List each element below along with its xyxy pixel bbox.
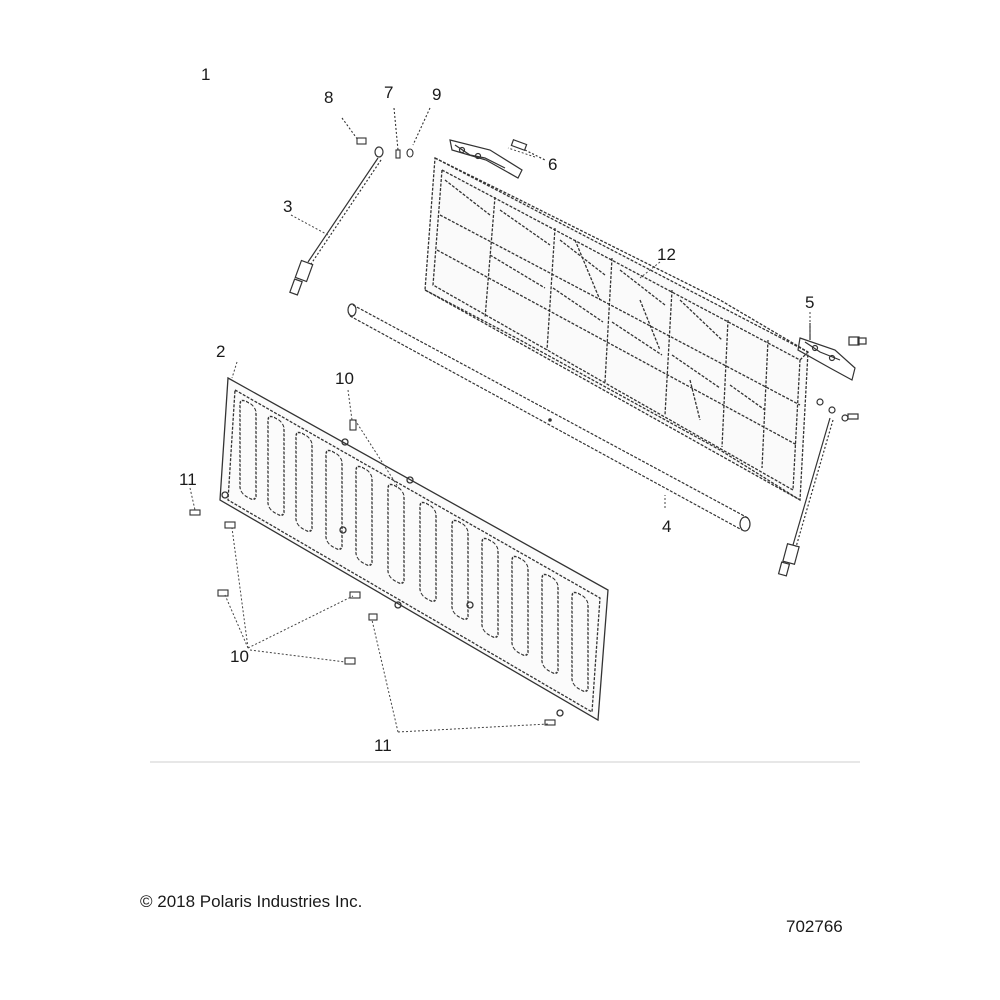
callout-10-top: 10 — [335, 369, 354, 388]
copyright-text: © 2018 Polaris Industries Inc. — [140, 892, 363, 911]
latch-part-6 — [449, 139, 546, 179]
cable-part-3 — [289, 146, 384, 296]
callout-4: 4 — [662, 517, 672, 536]
callout-1: 1 — [201, 65, 211, 84]
latch-part-5 — [797, 323, 867, 381]
callout-3: 3 — [283, 197, 293, 216]
callout-11-left: 11 — [179, 470, 197, 489]
callout-5: 5 — [805, 293, 815, 312]
callout-7: 7 — [384, 83, 394, 102]
cable-right — [777, 398, 859, 577]
callout-8: 8 — [324, 88, 334, 107]
callout-11-bottom: 11 — [374, 736, 392, 755]
hardware-parts-7-8-9 — [341, 107, 431, 159]
leader-lines — [189, 147, 811, 733]
outer-panel-part-2 — [219, 376, 609, 722]
callout-10-bottom: 10 — [230, 647, 249, 666]
inner-frame-part-12 — [424, 156, 809, 502]
fasteners-parts-10-11 — [189, 419, 556, 726]
callout-12: 12 — [657, 245, 676, 264]
rod-part-4 — [347, 303, 751, 532]
callout-9: 9 — [432, 85, 442, 104]
callout-2: 2 — [216, 342, 226, 361]
callout-6: 6 — [548, 155, 558, 174]
part-number: 702766 — [786, 917, 843, 936]
